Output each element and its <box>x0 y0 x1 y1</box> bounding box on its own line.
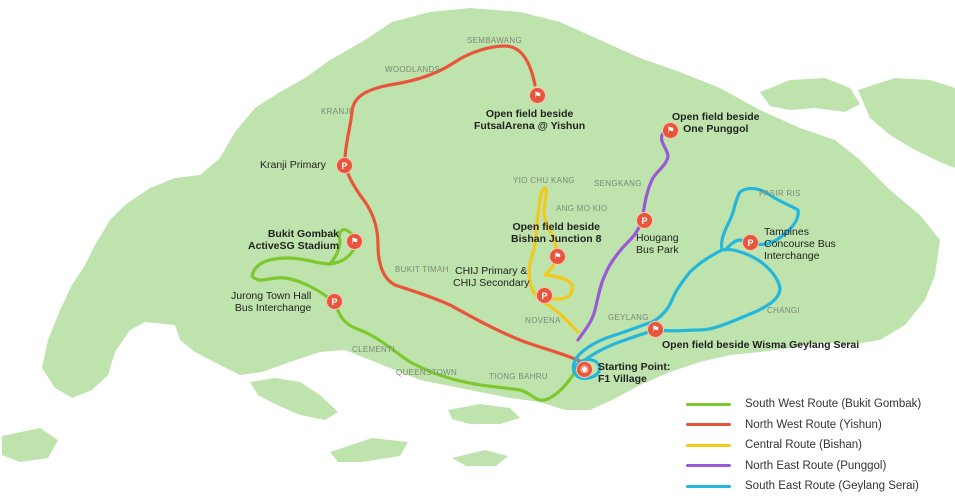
label-bukit-gombak: Bukit Gombak ActiveSG Stadium <box>248 228 340 252</box>
main-island-landmass <box>42 8 940 410</box>
label-jurong: Jurong Town Hall Bus Interchange <box>231 290 312 314</box>
legend-item: South East Route (Geylang Serai) <box>686 476 921 497</box>
label-hougang: Hougang Bus Park <box>636 232 679 256</box>
pulau-tekong-island <box>858 78 955 168</box>
area-label-queenstown: QUEENSTOWN <box>396 368 458 377</box>
label-bishan-field: Open field beside Bishan Junction 8 <box>511 221 602 245</box>
southern-islet <box>452 450 508 466</box>
flag-icon-punggol: ⚑ <box>663 123 678 138</box>
flag-icon-yishun: ⚑ <box>530 88 545 103</box>
area-label-ang-mo-kio: ANG MO KIO <box>556 204 608 213</box>
south-west-route-line <box>686 402 731 406</box>
area-label-pasir-ris: PASIR RIS <box>759 189 801 198</box>
north-west-route-path <box>343 44 584 364</box>
legend-label: North East Route (Punggol) <box>745 459 887 472</box>
legend-label: North West Route (Yishun) <box>745 418 882 431</box>
label-start-point: Starting Point: F1 Village <box>598 361 671 385</box>
south-west-route-path <box>250 228 584 402</box>
north-west-route-line <box>686 423 731 427</box>
area-label-bukit-timah: BUKIT TIMAH <box>395 265 449 274</box>
area-label-sengkang: SENGKANG <box>594 179 642 188</box>
legend-label: Central Route (Bishan) <box>745 439 862 452</box>
area-label-woodlands: WOODLANDS <box>385 65 441 74</box>
legend-item: Central Route (Bishan) <box>686 435 921 456</box>
jurong-island <box>250 378 338 420</box>
legend-item: North West Route (Yishun) <box>686 415 921 436</box>
area-label-yio-chu-kang: YIO CHU KANG <box>513 176 575 185</box>
label-punggol-field: Open field beside One Punggol <box>672 111 760 135</box>
label-geylang-field: Open field beside Wisma Geylang Serai <box>662 339 860 351</box>
flag-icon-geylang: ⚑ <box>648 322 663 337</box>
north-east-route-line <box>686 464 731 468</box>
legend-label: South East Route (Geylang Serai) <box>745 480 919 493</box>
area-label-novena: NOVENA <box>525 316 561 325</box>
parking-icon-hougang: P <box>637 213 652 228</box>
label-chij: CHIJ Primary & CHIJ Secondary <box>453 265 530 289</box>
area-label-sembawang: SEMBAWANG <box>467 36 523 45</box>
label-tampines: Tampines Concourse Bus Interchange <box>764 226 836 262</box>
label-yishun-field: Open field beside FutsalArena @ Yishun <box>474 108 586 132</box>
flag-icon-bishan: ⚑ <box>550 249 565 264</box>
area-label-clementi: CLEMENTI <box>352 345 395 354</box>
parking-icon-kranji: P <box>337 158 352 173</box>
legend-item: North East Route (Punggol) <box>686 456 921 477</box>
southern-islet <box>330 438 408 462</box>
legend-label: South West Route (Bukit Gombak) <box>745 398 922 411</box>
parking-icon-jurong: P <box>327 294 342 309</box>
sentosa-island <box>448 404 520 424</box>
central-route-line <box>686 443 731 447</box>
pulau-ubin-island <box>760 78 860 112</box>
label-kranji-primary: Kranji Primary <box>260 159 326 171</box>
start-point-icon: ◉ <box>577 362 592 377</box>
legend-item: South West Route (Bukit Gombak) <box>686 394 921 415</box>
area-label-tiong-bahru: TIONG BAHRU <box>489 372 548 381</box>
area-label-kranji: KRANJI <box>321 107 352 116</box>
south-east-route-line <box>686 484 731 488</box>
route-legend: South West Route (Bukit Gombak) North We… <box>686 394 921 497</box>
central-route-path <box>527 186 580 334</box>
area-label-changi: CHANGI <box>767 306 800 315</box>
area-label-geylang: GEYLANG <box>608 313 649 322</box>
western-islet <box>2 428 58 462</box>
flag-icon-bukit-gombak: ⚑ <box>347 234 362 249</box>
parking-icon-chij: P <box>537 288 552 303</box>
parking-icon-tampines: P <box>743 235 758 250</box>
